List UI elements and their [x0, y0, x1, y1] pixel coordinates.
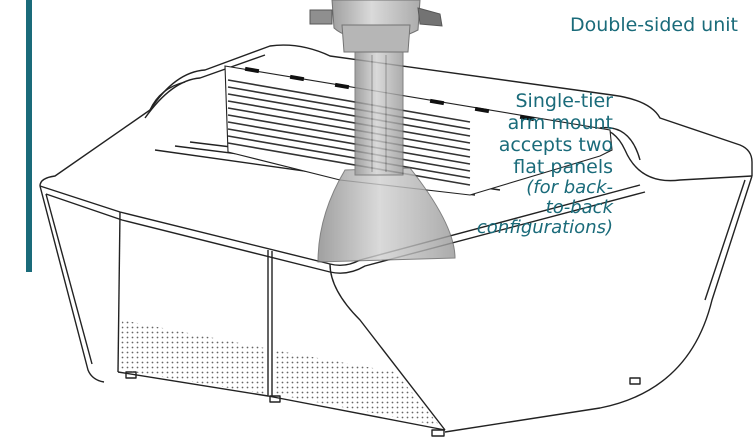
accent-bar: [26, 0, 32, 272]
arm-mount: [309, 0, 456, 263]
unit-type-caption: Double-sided unit: [569, 14, 738, 36]
arm-caption-line: arm mount: [507, 112, 613, 134]
vent-panel-right: [274, 350, 440, 426]
arm-caption-line: Single-tier: [515, 90, 614, 112]
arm-mount-caption: Single-tier arm mount accepts two flat p…: [413, 90, 613, 238]
arm-note-line: to-back: [545, 197, 613, 218]
vent-panel-left: [120, 320, 265, 394]
arm-caption-line: flat panels: [513, 156, 613, 178]
louver-panel: [224, 65, 613, 196]
arm-note-line: configurations): [476, 217, 613, 238]
arm-caption-line: accepts two: [498, 134, 613, 156]
arm-note-line: (for back-: [526, 177, 613, 198]
